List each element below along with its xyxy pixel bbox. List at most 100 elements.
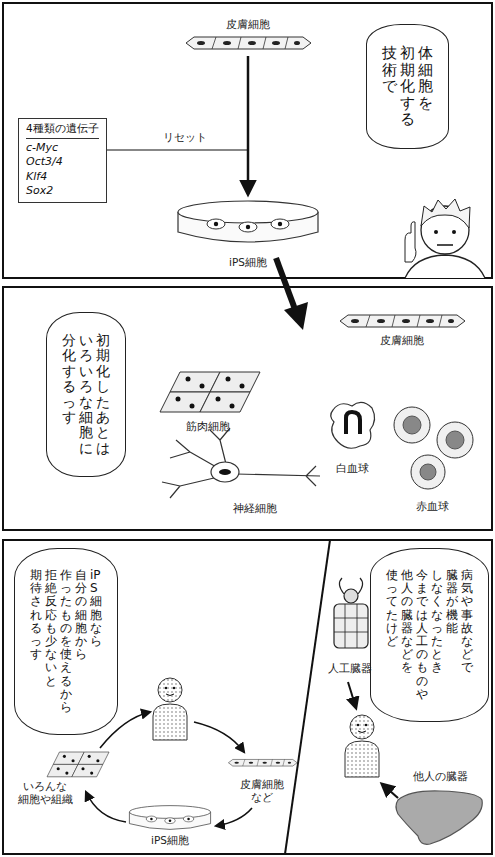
text-line: 使ってたけど xyxy=(386,569,398,648)
drawing-part xyxy=(394,407,430,443)
drawing-part xyxy=(3,3,492,278)
text-line: など xyxy=(240,791,284,804)
drawing-part xyxy=(420,464,436,480)
drawing-part xyxy=(331,402,375,448)
text-line: 期待されるっす xyxy=(30,569,42,661)
bubble-text: 初期化したあとは いろいろな細胞に 分化するっす xyxy=(62,333,110,456)
text-line: 皮膚細胞 xyxy=(226,18,270,31)
bubble-text: 体細胞を 初期化する 技術で xyxy=(382,45,433,128)
cell-label: 皮膚細胞 xyxy=(226,18,270,31)
cell-label: 白血球 xyxy=(336,462,369,475)
drawing-part xyxy=(129,806,210,830)
text-line: 自分の細胞から xyxy=(75,569,87,661)
drawing-part xyxy=(411,455,445,489)
text-line: 他人の臓器などを xyxy=(401,569,413,675)
drawing-part xyxy=(194,722,244,752)
drawing-part xyxy=(405,222,416,262)
drawing-part xyxy=(219,469,231,475)
drawing-part xyxy=(216,808,252,826)
bubble-text: 病気や事故などで 臓器が機能 しなくなったとき 今までは人工のものや 他人の臓器… xyxy=(386,569,473,701)
teacher-character xyxy=(405,199,485,278)
text-line: Oct3/4 xyxy=(26,155,99,169)
text-line: iPS細胞 xyxy=(229,256,267,269)
drawing-part xyxy=(345,715,379,777)
text-line: 病気や事故などで xyxy=(461,569,473,675)
speech-bubble: iPS細胞なら 自分の細胞から 作ったものを使えるから 拒絶反応も少ないと 期待… xyxy=(14,548,118,735)
drawing-part xyxy=(344,589,358,603)
drawing-part xyxy=(346,412,360,434)
cell-label: 赤血球 xyxy=(416,500,449,513)
speech-bubble: 初期化したあとは いろいろな細胞に 分化するっす xyxy=(46,312,126,477)
text-line: Klf4 xyxy=(26,170,99,184)
drawing-part xyxy=(3,540,492,854)
drawing-part xyxy=(247,56,250,194)
drawing-part xyxy=(285,540,330,854)
drawing-part xyxy=(452,230,456,234)
cell-label: 皮膚細胞 など xyxy=(240,778,284,804)
drawing-part xyxy=(178,201,318,242)
box-heading: 4種類の遺伝子 xyxy=(26,122,99,139)
drawing-part xyxy=(403,416,464,480)
gene-box: 4種類の遺伝子 c-Myc Oct3/4 Klf4 Sox2 xyxy=(18,118,107,203)
text-line: 神経細胞 xyxy=(233,502,277,515)
drawing-part xyxy=(47,752,109,777)
text-line: 臓器が機能 xyxy=(446,569,458,635)
cell-label: 人工臓器 xyxy=(328,662,372,675)
bubble-text: iPS細胞なら 自分の細胞から 作ったものを使えるから 拒絶反応も少ないと 期待… xyxy=(30,569,102,714)
text-line: しなくなったとき xyxy=(431,569,443,675)
drawing-part xyxy=(211,462,239,482)
text-line: 4種類の遺伝子 xyxy=(26,122,99,134)
text-line: 皮膚細胞 xyxy=(240,778,284,791)
drawing-part xyxy=(160,372,260,412)
drawing-part xyxy=(228,759,297,766)
text-line: 初期化する xyxy=(400,45,415,128)
drawing-part xyxy=(162,428,320,498)
drawing-part xyxy=(403,416,421,434)
speech-bubble: 体細胞を 初期化する 技術で xyxy=(366,24,449,149)
drawing-part xyxy=(382,784,398,798)
cell-label: リセット xyxy=(163,131,207,144)
drawing-part xyxy=(334,604,368,648)
artificial-organ xyxy=(334,578,368,648)
text-line: 体細胞を xyxy=(418,45,433,111)
cell-label: iPS細胞 xyxy=(229,256,267,269)
cell-label: いろんな 細胞や組織 xyxy=(18,780,73,806)
drawing-part xyxy=(86,792,126,822)
text-line: iPS細胞 xyxy=(151,834,189,847)
text-line: c-Myc xyxy=(26,141,99,155)
drawing-part xyxy=(86,712,252,826)
drawing-part xyxy=(348,682,356,708)
text-line: いろんな xyxy=(18,780,73,793)
text-line: 皮膚細胞 xyxy=(380,334,424,347)
text-line: 今までは人工のものや xyxy=(416,569,428,701)
drawing-part xyxy=(3,287,492,530)
gene-list: c-Myc Oct3/4 Klf4 Sox2 xyxy=(26,141,99,198)
cell-label: 皮膚細胞 xyxy=(380,334,424,347)
drawing-part xyxy=(421,199,470,228)
drawing-part xyxy=(394,407,473,489)
cell-label: 他人の臓器 xyxy=(413,770,468,783)
drawing-part xyxy=(339,578,362,594)
drawing-part xyxy=(100,149,248,150)
text-line: 作ったものを使えるから xyxy=(60,569,72,714)
text-line: 初期化したあとは xyxy=(96,333,110,456)
text-line: いろいろな細胞に xyxy=(79,333,93,456)
text-line: 人工臓器 xyxy=(328,662,372,675)
text-line: 拒絶反応も少ないと xyxy=(45,569,57,688)
drawing-part xyxy=(334,604,368,648)
text-line: Sox2 xyxy=(26,184,99,198)
drawing-part xyxy=(437,244,453,246)
drawing-part xyxy=(434,230,438,234)
drawing-part xyxy=(446,431,464,449)
text-line: 技術で xyxy=(382,45,397,95)
drawing-part xyxy=(284,302,308,330)
drawing-part xyxy=(162,428,320,498)
drawing-part xyxy=(186,37,311,49)
cell-label: 筋肉細胞 xyxy=(186,420,230,433)
text-line: 細胞や組織 xyxy=(18,793,73,806)
drawing-part xyxy=(396,791,482,844)
drawing-part xyxy=(437,422,473,458)
text-line: リセット xyxy=(163,131,207,144)
text-line: iPS細胞なら xyxy=(90,569,102,648)
